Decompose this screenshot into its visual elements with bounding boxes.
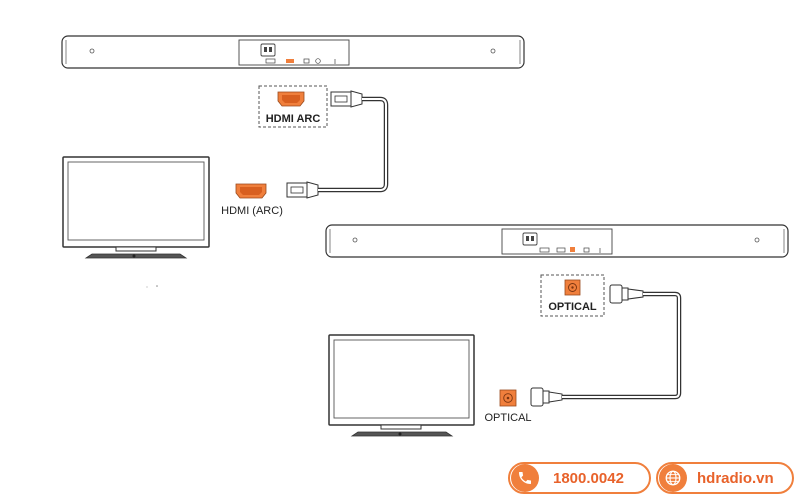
tv-optical-port-icon [499,389,517,407]
tv-hdmi-port-icon [235,183,267,199]
website-link[interactable]: hdradio.vn [656,462,794,494]
hdmi-cable [286,90,389,199]
optical-tv-label: OPTICAL [484,412,531,424]
soundbar-optical [325,224,789,258]
hdmi-arc-soundbar-label: HDMI ARC [266,113,321,125]
hdmi-arc-callout: HDMI ARC [258,85,328,128]
power-socket-icon [260,43,276,57]
tv-optical [328,334,475,437]
optical-soundbar-label: OPTICAL [548,301,597,313]
hdmi-arc-tv-label: HDMI (ARC) [221,205,283,217]
phone-contact-button[interactable]: 1800.0042 [508,462,651,494]
website-url: hdradio.vn [697,469,774,487]
soundbar-hdmi [61,35,525,69]
phone-icon [511,464,539,492]
phone-number: 1800.0042 [553,469,624,487]
optical-callout: OPTICAL [540,274,605,317]
globe-icon [659,464,687,492]
hdmi-port-icon [277,91,305,107]
hdmi-port-highlight [286,59,294,63]
tv-hdmi [62,156,210,288]
power-socket-icon [522,232,538,246]
optical-port-icon [564,279,581,296]
optical-port-highlight [570,247,575,252]
optical-cable [530,284,682,407]
